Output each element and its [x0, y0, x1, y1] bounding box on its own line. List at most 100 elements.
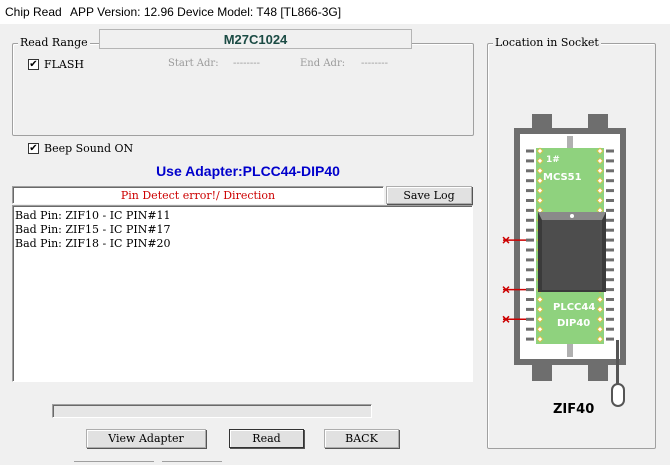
- socket-pin: [606, 199, 614, 202]
- socket-pin: [606, 228, 614, 232]
- socket-pin: [526, 298, 534, 301]
- socket-pin: [606, 189, 614, 193]
- right-pin-row: [606, 149, 614, 341]
- plcc-chip-top: [542, 220, 602, 290]
- board-hole: [596, 315, 604, 323]
- beep-check-box[interactable]: ✔: [28, 143, 39, 154]
- read-range-group: Read Range: [12, 36, 474, 136]
- board-hole: [536, 177, 544, 185]
- socket-pin: [606, 298, 614, 301]
- bad-pin-x-icon: [502, 286, 510, 294]
- window-title: Chip Read: [5, 5, 62, 19]
- socket-pin: [606, 218, 614, 222]
- start-adr-value: --------: [233, 58, 261, 69]
- bottom-tab-2: [162, 461, 222, 465]
- read-range-title: Read Range: [18, 36, 90, 49]
- socket-pin: [526, 208, 534, 212]
- board-hole: [596, 187, 604, 195]
- mcs51-label: MCS51: [543, 172, 582, 183]
- socket-pin: [526, 317, 534, 321]
- socket-pin: [606, 159, 614, 163]
- zif40-label: ZIF40: [553, 402, 594, 417]
- socket-pin: [606, 317, 614, 321]
- log-line: Bad Pin: ZIF15 - IC PIN#17: [15, 223, 171, 236]
- board-hole: [536, 206, 544, 214]
- socket-pin: [526, 327, 534, 331]
- socket-lever[interactable]: [616, 340, 619, 385]
- board-hole: [596, 167, 604, 175]
- socket-pin: [606, 288, 614, 292]
- board-hole: [596, 177, 604, 185]
- log-area[interactable]: Bad Pin: ZIF10 - IC PIN#11 Bad Pin: ZIF1…: [12, 205, 473, 382]
- flash-check-box[interactable]: ✔: [28, 59, 39, 70]
- socket-top-notch-right: [588, 114, 608, 128]
- flash-label: FLASH: [44, 58, 85, 71]
- socket-bottom-notch-right: [588, 365, 608, 381]
- board-hole: [596, 196, 604, 205]
- socket-pin: [526, 248, 534, 252]
- socket-top-notch-left: [532, 114, 552, 128]
- board-hole: [596, 157, 604, 165]
- bottom-tab-1: [74, 461, 154, 465]
- socket-pin: [526, 258, 534, 262]
- save-log-button[interactable]: Save Log: [386, 186, 472, 204]
- chip-name-box: M27C1024: [99, 29, 412, 49]
- socket-group: Location in Socket: [487, 36, 656, 449]
- socket-group-title: Location in Socket: [493, 36, 601, 49]
- socket-pin: [526, 228, 534, 232]
- socket-pin: [526, 169, 534, 173]
- socket-pin: [606, 238, 614, 242]
- socket-pin: [526, 238, 534, 242]
- board-hole: [536, 305, 544, 313]
- socket-lever-handle[interactable]: [611, 383, 625, 407]
- socket-pin: [526, 288, 534, 292]
- board-hole: [536, 325, 544, 333]
- dip40-label: DIP40: [557, 318, 590, 329]
- socket-diagram: 1# MCS51 PLCC44 DIP40 ZIF40: [502, 114, 626, 417]
- bad-pin-markers: [502, 236, 526, 323]
- plcc-pin1-dot: [570, 214, 574, 218]
- socket-pin: [606, 327, 614, 331]
- socket-pin: [526, 337, 534, 341]
- read-button[interactable]: Read: [229, 429, 304, 448]
- socket-pin: [526, 189, 534, 193]
- socket-pin: [606, 179, 614, 183]
- board-hole: [596, 305, 604, 313]
- board-hole: [536, 335, 544, 343]
- socket-pin: [606, 208, 614, 212]
- socket-bottom-notch-left: [532, 365, 552, 381]
- board-hole: [536, 167, 544, 175]
- socket-pin: [526, 268, 534, 272]
- socket-pin: [526, 179, 534, 183]
- board-hole: [596, 206, 604, 214]
- board-hole: [596, 325, 604, 333]
- app-version: APP Version: 12.96 Device Model: T48 [TL…: [70, 5, 342, 19]
- beep-label: Beep Sound ON: [44, 142, 134, 155]
- end-adr-value: --------: [361, 58, 389, 69]
- status-field: Pin Detect error!/ Direction: [12, 186, 384, 204]
- socket-pin: [606, 337, 614, 341]
- bad-pin-x-icon: [502, 236, 510, 244]
- socket-pin: [606, 169, 614, 173]
- board-hole: [596, 295, 604, 304]
- log-line: Bad Pin: ZIF18 - IC PIN#20: [15, 237, 171, 250]
- progress-bar: [52, 404, 372, 418]
- flash-checkbox[interactable]: ✔ FLASH: [28, 58, 84, 71]
- adapter-text: Use Adapter:PLCC44-DIP40: [156, 163, 340, 179]
- socket-pin: [606, 149, 614, 153]
- title-bar: Chip Read APP Version: 12.96 Device Mode…: [0, 0, 670, 24]
- board-hole: [536, 187, 544, 195]
- back-button[interactable]: BACK: [324, 429, 399, 448]
- socket-pin: [526, 278, 534, 282]
- socket-pin: [606, 248, 614, 252]
- socket-pin: [606, 278, 614, 282]
- chip-name: M27C1024: [223, 31, 288, 47]
- socket-pin: [526, 218, 534, 222]
- beep-checkbox[interactable]: ✔ Beep Sound ON: [28, 142, 133, 155]
- board-hole: [596, 335, 604, 343]
- left-pin-row: [526, 149, 534, 341]
- socket-pin: [606, 268, 614, 272]
- view-adapter-button[interactable]: View Adapter: [86, 429, 206, 448]
- plcc44-label: PLCC44: [553, 302, 595, 313]
- bad-pin-x-icon: [502, 315, 510, 323]
